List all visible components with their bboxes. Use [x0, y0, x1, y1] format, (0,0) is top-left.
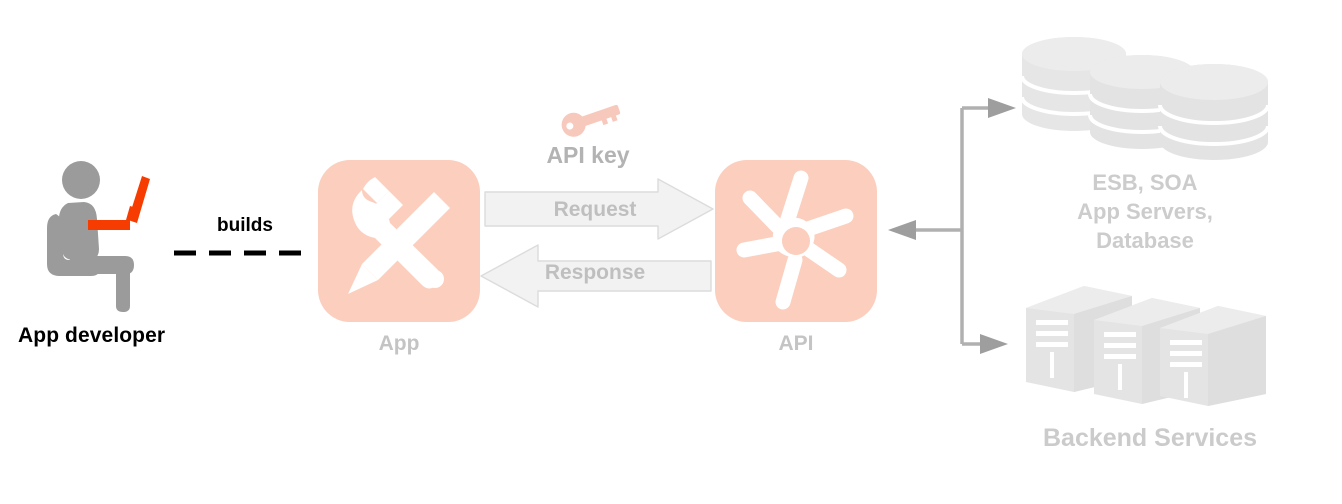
key-icon	[556, 96, 624, 138]
api-key-label: API key	[546, 142, 630, 168]
app-node-tile[interactable]	[318, 160, 480, 322]
database-label-line-2: App Servers,	[1077, 199, 1213, 224]
app-developer-label: App developer	[18, 324, 166, 347]
database-label-line-3: Database	[1096, 228, 1194, 253]
api-hub-star-icon	[736, 170, 854, 310]
server-racks-icon	[1022, 282, 1270, 406]
block-arrow-right-icon	[484, 178, 714, 240]
database-label-line-1: ESB, SOA	[1092, 170, 1198, 195]
seated-developer-with-laptop-icon	[38, 158, 178, 318]
branching-connector-icon	[884, 80, 1054, 370]
arrowhead-right-bottom	[980, 334, 1008, 354]
builds-label: builds	[217, 215, 273, 236]
response-label: Response	[544, 261, 646, 284]
database-group-label: ESB, SOA App Servers, Database	[1010, 168, 1280, 255]
api-node-tile[interactable]	[715, 160, 877, 322]
dashed-line	[172, 244, 312, 256]
arrowhead-left-middle	[888, 220, 916, 240]
backend-services-label: Backend Services	[1042, 424, 1258, 452]
wrench-and-pencil-icon	[348, 177, 450, 294]
stacked-database-cylinders-icon	[1018, 32, 1272, 162]
api-node-label: API	[778, 332, 814, 355]
request-label: Request	[553, 198, 637, 221]
app-node-label: App	[378, 332, 420, 355]
arrowhead-right-top	[988, 98, 1016, 118]
block-arrow-left-icon	[480, 243, 712, 309]
